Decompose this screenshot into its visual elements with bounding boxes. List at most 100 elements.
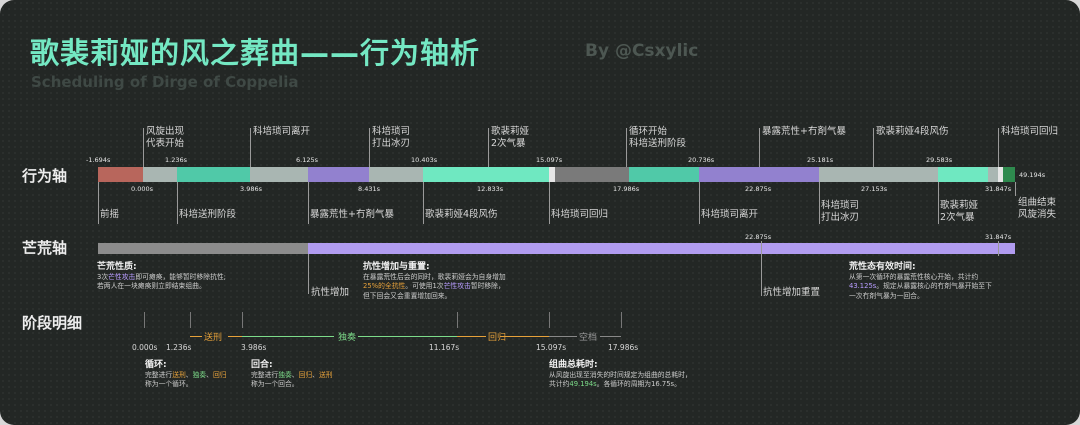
resistance-increase-label: 抗性增加 (311, 287, 350, 298)
segment-end (1003, 167, 1015, 182)
phase-label-solo: 独奏 (338, 333, 357, 343)
segment-marker-2 (998, 167, 1003, 182)
event-line (699, 182, 700, 224)
page-subtitle: Scheduling of Dirge of Coppelia (31, 73, 299, 91)
time-tick: 1.236s (165, 156, 187, 164)
resistance-reset-label: 抗性增加重置 (763, 287, 821, 298)
reset-line (761, 241, 762, 296)
row-label-behavior: 行为轴 (22, 167, 68, 185)
time-tick: 3.986s (240, 185, 262, 193)
time-tick: 15.097s (536, 156, 563, 164)
author-byline: By @Csxylic (585, 41, 699, 61)
event-label: 歌裴莉娅4段风伤 (876, 126, 949, 137)
time-tick: 22.875s (745, 185, 772, 193)
time-tick: 12.833s (477, 185, 504, 193)
segment-gas-2 (988, 167, 998, 182)
phase-dash (600, 336, 621, 337)
time-tick: -1.694s (86, 156, 111, 164)
stage-time: 0.000s (132, 343, 158, 352)
event-line (998, 128, 999, 167)
event-label: 科培琐司离开 (253, 126, 311, 137)
row-label-phases: 阶段明细 (22, 314, 83, 332)
increase-line (308, 254, 309, 294)
segment-normal (98, 243, 308, 254)
segment-expose-2 (699, 167, 819, 182)
segment-ice-2 (819, 167, 938, 182)
phase-dash (228, 336, 242, 337)
event-label: 暴露荒性+冇剤气暴 (762, 126, 846, 137)
time-tick: 6.125s (296, 156, 318, 164)
event-line (819, 182, 820, 224)
stage-time: 17.986s (608, 343, 639, 352)
phase-dash (549, 336, 577, 337)
time-tick: 10.403s (411, 156, 438, 164)
event-label: 暴露荒性+冇剤气暴 (310, 209, 394, 220)
phase-dash (190, 336, 202, 337)
event-line (369, 128, 370, 167)
event-label: 科培琐司打出冰刃 (372, 126, 411, 149)
stage-time: 15.097s (536, 343, 567, 352)
segment-marker (549, 167, 555, 182)
event-line (177, 182, 178, 224)
time-tick: 17.986s (613, 185, 640, 193)
phase-dash (358, 336, 457, 337)
segment-wind (423, 167, 549, 182)
behavior-axis-bar (98, 167, 1015, 182)
event-label: 科培琐司打出冰刃 (821, 200, 860, 223)
segment-wind-2 (938, 167, 988, 182)
time-tick: 31.847s (985, 185, 1012, 193)
time-tick: 27.153s (861, 185, 888, 193)
event-label: 组曲结束风旋消失 (1018, 197, 1057, 220)
segment-windup (98, 167, 143, 182)
event-label: 风旋出现代表开始 (146, 126, 185, 149)
time-tick: 8.431s (358, 185, 380, 193)
event-label: 科培琐司回归 (1001, 126, 1059, 137)
phase-label-gap: 空档 (579, 333, 598, 343)
event-label: 科培琐司回归 (551, 209, 609, 220)
phase-dash (500, 336, 549, 337)
event-label: 前摇 (100, 209, 120, 220)
end-line (998, 241, 999, 256)
event-line (759, 128, 760, 167)
note-total-time: 组曲总耗时: 从风旋出现至消失的时间规定为组曲的总耗时， 共计约49.194s。… (549, 360, 692, 388)
event-line (98, 182, 99, 224)
desolation-axis-bar (98, 243, 1015, 254)
event-line (549, 182, 550, 224)
event-label: 歌裴莉娅4段风伤 (425, 209, 498, 220)
time-tick: 25.181s (807, 156, 834, 164)
note-resistance: 抗性增加与重置: 在暴露荒性后会的同时，歌裴莉娅会为自身增加 25%的全抗性。可… (363, 262, 506, 300)
stage-line (621, 312, 622, 328)
segment-expose (308, 167, 369, 182)
event-line (143, 128, 144, 167)
event-line (938, 182, 939, 224)
event-line (873, 128, 874, 167)
stage-time: 11.167s (429, 343, 460, 352)
stage-line (242, 312, 243, 328)
phase-label-send: 送刑 (204, 333, 223, 343)
end-time: 49.194s (1019, 171, 1046, 179)
note-round: 回合: 完整进行独奏、回归、送刑 称为一个回合。 (251, 360, 333, 388)
event-label: 循环开始科培送刑阶段 (629, 126, 687, 149)
stage-line (144, 312, 145, 328)
time-tick: 20.736s (688, 156, 715, 164)
stage-line (549, 312, 550, 328)
segment-ice (369, 167, 423, 182)
event-line (626, 128, 627, 167)
segment-desolation (308, 243, 1015, 254)
time-tick: 22.875s (745, 233, 772, 241)
segment-start (143, 167, 177, 182)
time-tick: 29.583s (926, 156, 953, 164)
phase-dash (457, 336, 486, 337)
event-line (308, 182, 309, 224)
note-loop: 循环: 完整进行送刑、独奏、回归 称为一个循环。 (145, 360, 227, 388)
note-desolation-valid: 荒性态有效时间: 从第一次循环的暴露荒性核心开始，共计约 43.125s。规定从… (849, 262, 992, 300)
row-label-desolation: 芒荒轴 (22, 239, 68, 257)
page-title: 歌裴莉娅的风之葬曲——行为轴析 (30, 36, 481, 70)
phase-dash (242, 336, 334, 337)
segment-return (555, 167, 629, 182)
event-line (423, 182, 424, 224)
note-desolation-quality: 芒荒性质: 3次芒性攻击即可瘫痪，能够暂时移除抗性; 若两人在一块瘫痪则立即结束… (97, 262, 226, 290)
stage-line (457, 312, 458, 328)
